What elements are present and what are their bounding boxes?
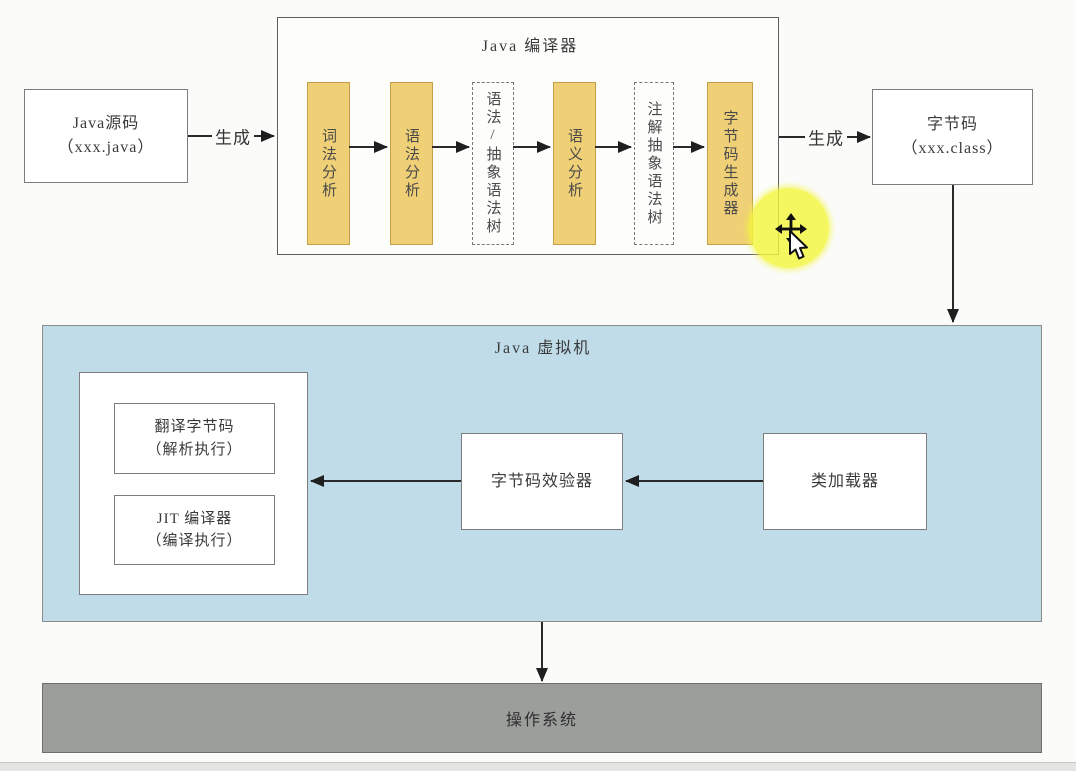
- stage-semantic-analysis: 语义分析: [553, 82, 596, 245]
- interpreter-box: 翻译字节码 （解析执行）: [114, 403, 275, 474]
- os-bar-label: 操作系统: [505, 712, 578, 729]
- class-loader-box: 类加载器: [763, 433, 927, 530]
- bytecode-line1: 字节码: [926, 116, 978, 133]
- jit-compiler-box: JIT 编译器 （编译执行）: [114, 495, 275, 565]
- java-source-line1: Java源码: [72, 115, 140, 132]
- pointer-cursor-icon: [789, 230, 808, 260]
- interpreter-line1: 翻译字节码: [154, 419, 235, 435]
- interpreter-line2: （解析执行）: [146, 441, 243, 458]
- jit-line2: （编译执行）: [146, 533, 243, 549]
- window-bottom-strip: [0, 762, 1076, 771]
- jvm-title: Java 虚拟机: [494, 340, 592, 357]
- stage-lexical-analysis: 词法分析: [307, 82, 350, 245]
- java-source-line2: （xxx.java）: [57, 139, 155, 156]
- bytecode-line2: （xxx.class）: [901, 140, 1004, 157]
- java-compiler-box: Java 编译器 词法分析 语法分析 语法/抽象语法树 语义分析 注解抽象语法树…: [277, 17, 779, 255]
- jit-line1: JIT 编译器: [156, 510, 233, 527]
- generate-label-right: 生成: [805, 124, 847, 150]
- stage-syntax-analysis: 语法分析: [390, 82, 433, 245]
- stage-annotated-syntax-tree: 注解抽象语法树: [634, 82, 674, 245]
- stage-abstract-syntax-tree: 语法/抽象语法树: [472, 82, 514, 245]
- os-bar: 操作系统: [42, 683, 1042, 753]
- stage-bytecode-generator: 字节码生成器: [707, 82, 753, 245]
- java-compiler-title: Java 编译器: [481, 38, 579, 55]
- java-source-box: Java源码 （xxx.java）: [24, 89, 188, 183]
- bytecode-box: 字节码 （xxx.class）: [872, 89, 1033, 185]
- bytecode-verifier-box: 字节码效验器: [461, 433, 623, 530]
- generate-label-left: 生成: [212, 123, 254, 149]
